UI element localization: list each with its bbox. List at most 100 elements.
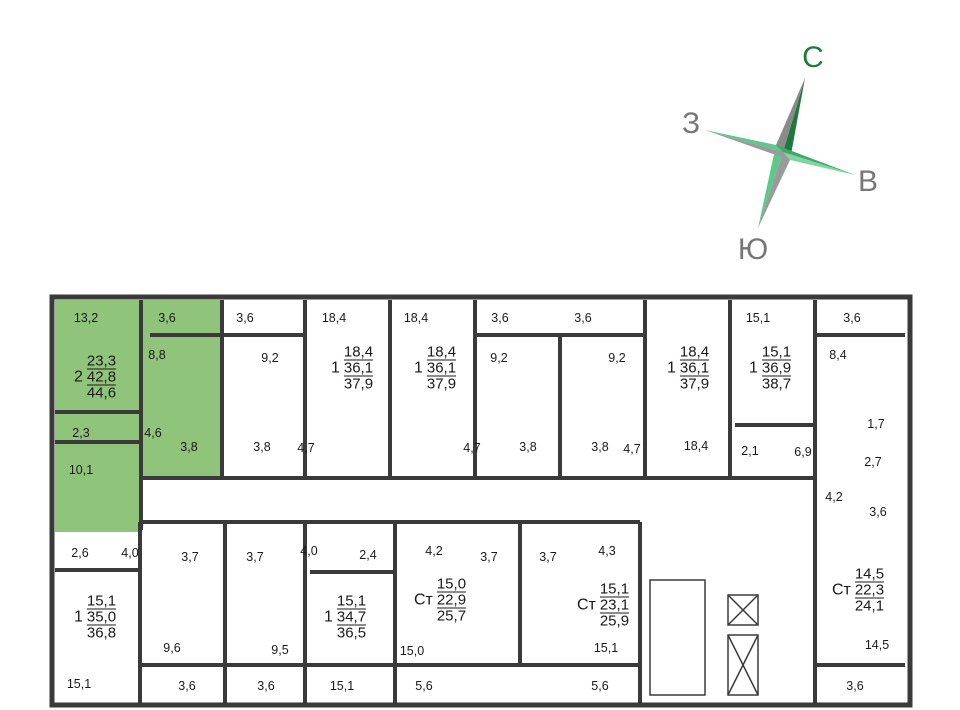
room-area: 3,8 <box>519 440 537 454</box>
room-area: 4,7 <box>297 441 315 455</box>
total-area-with-balcony: 37,9 <box>426 375 457 393</box>
room-area: 8,8 <box>148 348 166 362</box>
total-area: 23,1 <box>599 596 630 614</box>
compass-east-label: В <box>857 165 879 198</box>
living-area: 15,1 <box>336 592 367 610</box>
room-area: 5,6 <box>415 679 433 693</box>
room-area: 3,7 <box>539 550 557 564</box>
room-area: 3,8 <box>591 440 609 454</box>
room-area: 5,6 <box>591 679 609 693</box>
apartment-type: Ст <box>576 596 596 613</box>
room-area: 15,1 <box>66 677 92 691</box>
apartment-type: 2 <box>73 368 83 385</box>
room-area: 8,4 <box>829 348 847 362</box>
apartment-type: Ст <box>413 591 433 608</box>
total-area: 22,9 <box>436 591 467 609</box>
total-area-with-balcony: 37,9 <box>679 375 710 393</box>
room-area: 4,0 <box>121 546 139 560</box>
total-area-with-balcony: 36,8 <box>86 624 117 642</box>
total-area: 35,0 <box>86 608 117 626</box>
total-area-with-balcony: 36,5 <box>336 624 367 642</box>
room-area: 15,1 <box>593 641 619 655</box>
room-area: 15,1 <box>329 679 355 693</box>
room-area: 4,2 <box>825 490 843 504</box>
total-area: 22,3 <box>854 581 885 599</box>
room-area: 10,1 <box>68 463 94 477</box>
apartment-type: 1 <box>666 359 676 376</box>
room-area: 9,2 <box>490 351 508 365</box>
apartment-type: 1 <box>330 359 340 376</box>
room-area: 3,6 <box>869 505 887 519</box>
room-area: 3,6 <box>257 679 275 693</box>
room-area: 18,4 <box>403 311 429 325</box>
room-area: 3,7 <box>480 550 498 564</box>
room-area: 3,7 <box>246 550 264 564</box>
total-area: 42,8 <box>86 368 117 386</box>
apartment-type: 1 <box>748 359 758 376</box>
room-area: 2,6 <box>71 546 89 560</box>
living-area: 15,1 <box>761 343 792 361</box>
living-area: 15,1 <box>86 592 117 610</box>
total-area: 34,7 <box>336 608 367 626</box>
apartment-type: 1 <box>73 608 83 625</box>
apartment-type: Ст <box>831 581 851 598</box>
stair-and-lift <box>649 579 759 696</box>
room-area: 2,1 <box>741 444 759 458</box>
total-area-with-balcony: 25,7 <box>436 607 467 625</box>
total-area-with-balcony: 44,6 <box>86 384 117 402</box>
room-area: 3,6 <box>236 311 254 325</box>
room-area: 1,7 <box>867 417 885 431</box>
room-area: 9,5 <box>271 643 289 657</box>
room-area: 3,6 <box>846 679 864 693</box>
room-area: 2,4 <box>359 548 377 562</box>
living-area: 18,4 <box>679 343 710 361</box>
room-area: 4,2 <box>425 544 443 558</box>
total-area-with-balcony: 25,9 <box>599 612 630 630</box>
room-area: 3,6 <box>574 311 592 325</box>
room-area: 4,7 <box>463 441 481 455</box>
living-area: 18,4 <box>426 343 457 361</box>
room-area: 14,5 <box>864 638 890 652</box>
room-area: 3,6 <box>491 311 509 325</box>
interior-walls <box>55 300 905 705</box>
room-area: 18,4 <box>683 439 709 453</box>
outer-wall <box>49 294 913 708</box>
room-area: 3,8 <box>253 440 271 454</box>
highlighted-apartment <box>55 300 223 532</box>
compass-south-label: Ю <box>737 233 769 266</box>
room-area: 15,1 <box>745 311 771 325</box>
room-area: 4,7 <box>623 442 641 456</box>
total-area-with-balcony: 37,9 <box>343 375 374 393</box>
room-area: 9,2 <box>608 351 626 365</box>
compass-north-label: С <box>802 41 824 74</box>
total-area-with-balcony: 24,1 <box>854 597 885 615</box>
room-area: 9,6 <box>163 641 181 655</box>
compass-icon <box>705 78 855 228</box>
room-area: 3,7 <box>181 550 199 564</box>
compass-west-label: З <box>681 107 701 140</box>
room-area: 4,6 <box>144 426 162 440</box>
room-area: 4,3 <box>598 544 616 558</box>
room-area: 9,2 <box>261 351 279 365</box>
room-area: 3,6 <box>178 679 196 693</box>
room-area: 2,7 <box>864 455 882 469</box>
room-area: 3,8 <box>180 440 198 454</box>
room-area: 3,6 <box>158 311 176 325</box>
living-area: 18,4 <box>343 343 374 361</box>
room-area: 4,0 <box>300 544 318 558</box>
total-area: 36,1 <box>679 359 710 377</box>
room-area: 6,9 <box>794 445 812 459</box>
apartment-type: 1 <box>323 608 333 625</box>
total-area: 36,1 <box>343 359 374 377</box>
